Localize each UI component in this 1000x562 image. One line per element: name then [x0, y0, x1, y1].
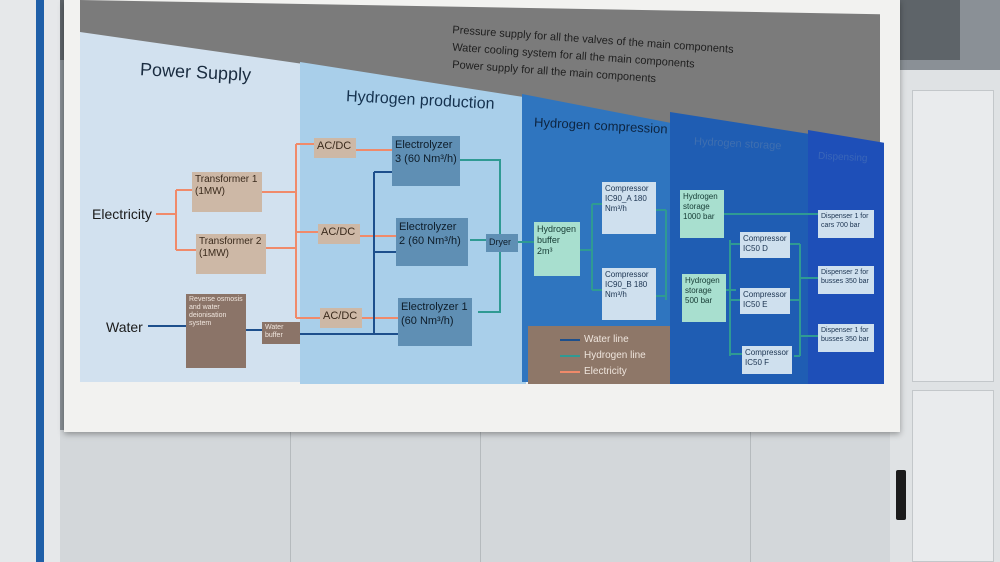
background-wall-left	[0, 0, 60, 562]
hydrogen-lines	[460, 159, 818, 357]
node-electrolyzer-3: Electrolyzer 3 (60 Nm³/h)	[392, 136, 460, 186]
input-water: Water	[106, 319, 143, 335]
node-acdc-bottom: AC/DC	[320, 308, 362, 328]
cabinet-panel	[912, 90, 994, 382]
node-transformer-2: Transformer 2 (1MW)	[196, 234, 266, 274]
cabinet-door	[60, 430, 291, 562]
node-compressor-ic50f: Compressor IC50 F	[742, 346, 792, 374]
node-dispenser-cars: Dispenser 1 for cars 700 bar	[818, 210, 874, 238]
hydrogen-line	[724, 213, 818, 356]
background-cabinet-right	[890, 70, 1000, 562]
node-compressor-ic90b: Compressor IC90_B 180 Nm³/h	[602, 268, 656, 320]
node-water-buffer: Water buffer	[262, 322, 300, 344]
node-reverse-osmosis: Reverse osmosis and water deionisation s…	[186, 294, 246, 368]
legend-hydrogen: Hydrogen line	[584, 350, 646, 361]
node-dryer: Dryer	[486, 234, 518, 252]
hydrogen-line	[656, 209, 667, 300]
node-storage-1000: Hydrogen storage 1000 bar	[680, 190, 724, 238]
node-hydrogen-buffer: Hydrogen buffer 2m³	[534, 222, 580, 276]
cabinet-door	[480, 430, 751, 562]
input-electricity: Electricity	[92, 206, 152, 222]
node-acdc-mid: AC/DC	[318, 224, 360, 244]
hydrogen-line	[790, 243, 818, 357]
cabinet-below-banner	[60, 430, 890, 562]
node-transformer-1: Transformer 1 (1MW)	[192, 172, 262, 212]
node-dispenser-busses-1: Dispenser 1 for busses 350 bar	[818, 324, 874, 352]
node-electrolyzer-2: Electrolyzer 2 (60 Nm³/h)	[396, 218, 468, 266]
node-dispenser-busses-2: Dispenser 2 for busses 350 bar	[818, 266, 874, 294]
legend-water: Water line	[584, 334, 629, 345]
node-electrolyzer-1: Electrolyzer 1 (60 Nm³/h)	[398, 298, 472, 346]
water-line	[373, 171, 396, 334]
electricity-lines	[156, 143, 398, 319]
hydrogen-line	[580, 203, 602, 291]
node-compressor-ic50e: Compressor IC50 E	[740, 288, 790, 314]
legend-panel	[528, 326, 670, 384]
legend-electricity: Electricity	[584, 366, 627, 377]
node-acdc-top: AC/DC	[314, 138, 356, 158]
node-compressor-ic90a: Compressor IC90_A 180 Nm³/h	[602, 182, 656, 234]
electricity-line	[356, 149, 398, 319]
water-lines	[148, 171, 400, 335]
node-storage-500: Hydrogen storage 500 bar	[682, 274, 726, 322]
water-line	[148, 325, 400, 335]
hydrogen-line	[460, 159, 534, 313]
cabinet-door	[290, 430, 481, 562]
blue-frame-stripe	[36, 0, 44, 562]
cabinet-handle	[896, 470, 906, 520]
node-compressor-ic50d: Compressor IC50 D	[740, 232, 790, 258]
electricity-line	[262, 143, 320, 319]
electricity-line	[156, 189, 196, 251]
